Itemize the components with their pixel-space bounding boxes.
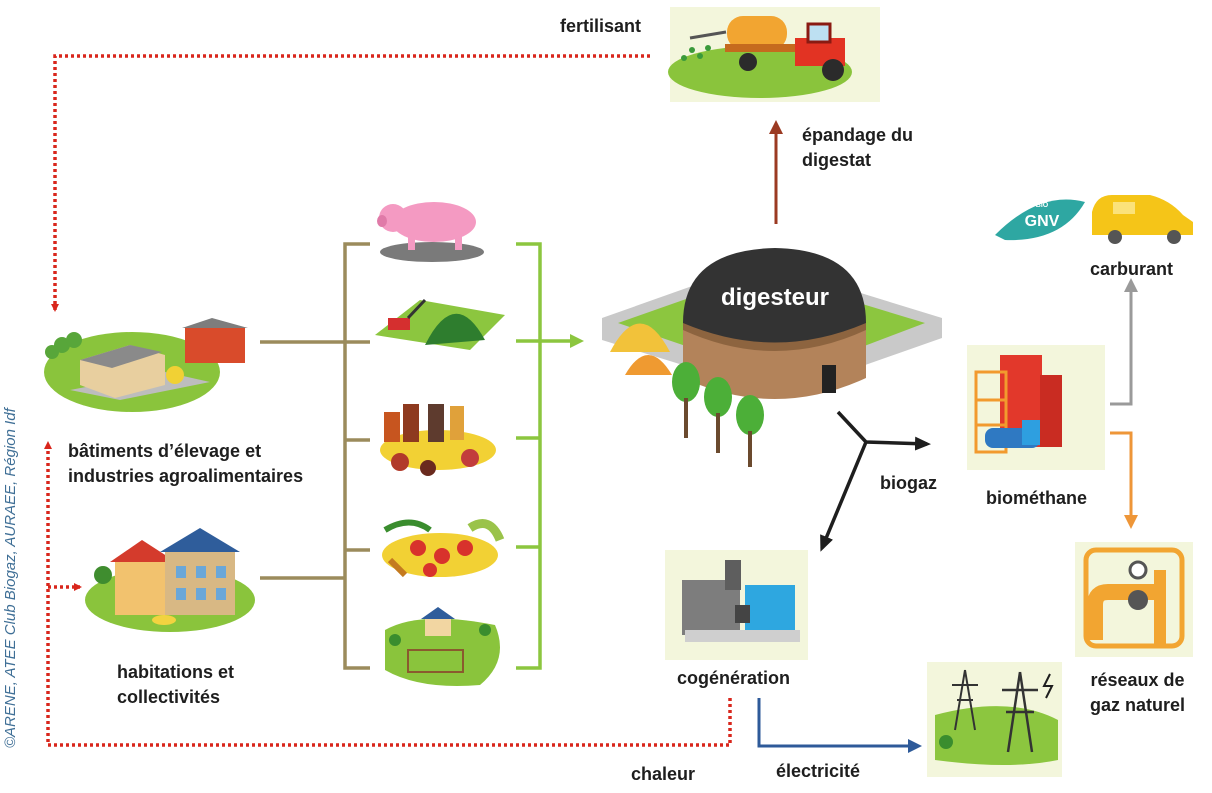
- farm-buildings-illustration: [44, 318, 248, 412]
- housing-label-line-2: collectivités: [117, 687, 221, 707]
- housing-label: habitations et collectivités: [117, 660, 234, 710]
- bio-gnv-top-text: BIO: [1036, 202, 1049, 209]
- digester-label: digesteur: [721, 284, 829, 311]
- pig-illustration: [377, 202, 484, 262]
- biogas-split-arrow: [836, 410, 931, 451]
- biomethane-unit-illustration: [967, 345, 1105, 470]
- digester-illustration: digesteur: [602, 248, 942, 467]
- housing-label-line-1: habitations et: [117, 662, 235, 682]
- gas-network-label-line-1: réseaux de: [1090, 670, 1185, 690]
- image-credit: ©ARENE, ATEE Club Biogaz, AURAEE, Région…: [2, 408, 19, 748]
- biomethane-to-fuel-arrow: [1110, 278, 1138, 406]
- electricity-label: électricité: [776, 761, 861, 781]
- farms-label: bâtiments d’élevage et industries agroal…: [68, 439, 303, 489]
- biomethane-label: biométhane: [986, 488, 1088, 508]
- biogas-label: biogaz: [880, 473, 937, 493]
- farms-label-line-1: bâtiments d’élevage et: [68, 441, 262, 461]
- fertilizer-label: fertilisant: [560, 16, 642, 36]
- farms-label-line-2: industries agroalimentaires: [68, 466, 304, 486]
- bio-gnv-main-text: GNV: [1025, 213, 1060, 230]
- fuel-label: carburant: [1090, 259, 1174, 279]
- digestate-spreading-line-2: digestat: [802, 150, 872, 170]
- biogas-to-cogeneration-arrow: [820, 441, 868, 552]
- biomethane-to-gas-network-arrow: [1110, 431, 1138, 529]
- heat-label: chaleur: [631, 764, 696, 784]
- food-waste-illustration: [380, 404, 496, 476]
- septic-field-illustration: [385, 607, 500, 686]
- housing-illustration: [85, 528, 255, 632]
- lawn-clippings-illustration: [375, 298, 505, 350]
- feedstock-bracket: [260, 242, 370, 670]
- cogeneration-to-electricity-arrow: [757, 698, 922, 753]
- digestate-spreading-line-1: épandage du: [802, 125, 914, 145]
- heat-return-to-farms-arrow: [51, 54, 650, 312]
- tractor-spreader-illustration: [668, 7, 880, 102]
- digestate-spreading-label: épandage du digestat: [802, 123, 913, 173]
- vegetable-waste-illustration: [382, 519, 505, 578]
- power-lines-illustration: [927, 662, 1062, 777]
- car-icon: [1092, 195, 1193, 244]
- gas-network-label-line-2: gaz naturel: [1090, 695, 1186, 715]
- gas-network-illustration: [1075, 542, 1193, 657]
- cogeneration-label: cogénération: [677, 668, 791, 688]
- input-bracket: [516, 242, 542, 670]
- cogeneration-engine-illustration: [665, 550, 808, 660]
- bio-gnv-badge: BIO GNV: [995, 199, 1085, 241]
- gas-network-label: réseaux de gaz naturel: [1090, 668, 1185, 718]
